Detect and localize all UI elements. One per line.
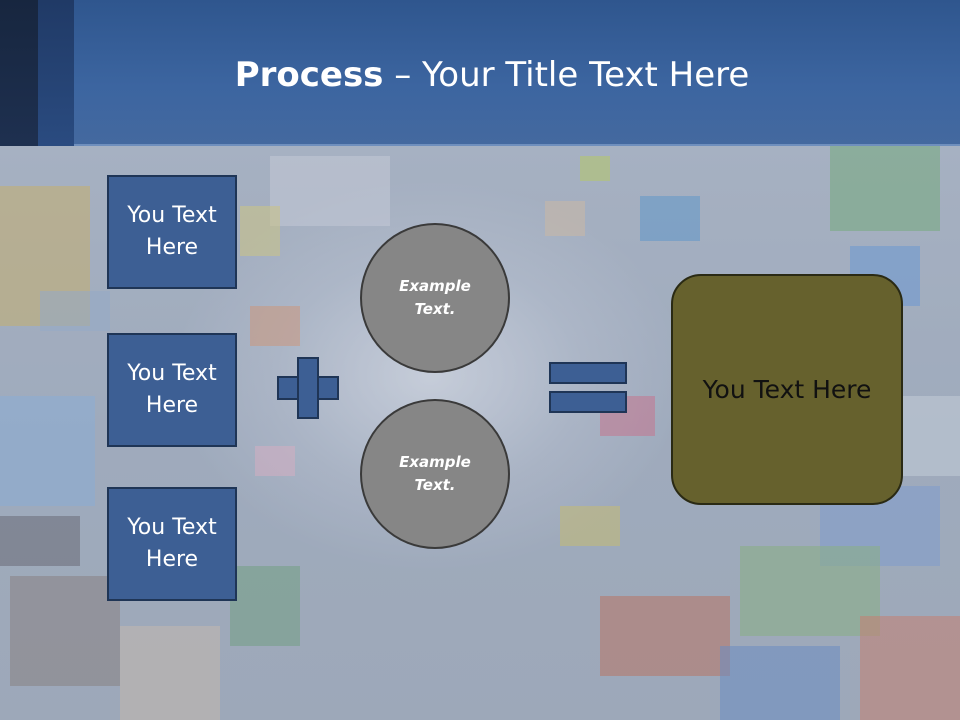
title-rest-part: – Your Title Text Here: [383, 55, 750, 95]
collage-tile: [250, 306, 300, 346]
header-accent-strip-2: [38, 0, 74, 146]
collage-tile: [230, 566, 300, 646]
collage-tile: [255, 446, 295, 476]
collage-tile: [740, 546, 880, 636]
collage-tile: [900, 396, 960, 476]
collage-tile: [10, 576, 120, 686]
slide-title[interactable]: Process – Your Title Text Here: [0, 50, 960, 100]
equals-icon-bottom-bar: [549, 391, 627, 413]
input-box-1-label: You Text Here: [127, 203, 217, 260]
example-circle-2[interactable]: Example Text.: [360, 399, 510, 549]
collage-tile: [560, 506, 620, 546]
example-circle-1-label: Example Text.: [399, 277, 471, 318]
collage-tile: [860, 616, 960, 720]
title-bold-part: Process: [234, 55, 384, 95]
collage-tile: [600, 596, 730, 676]
collage-tile: [720, 646, 840, 720]
plus-icon-center: [299, 378, 317, 398]
input-box-3-label: You Text Here: [127, 515, 217, 572]
collage-tile: [40, 291, 110, 331]
input-box-1[interactable]: You Text Here: [107, 175, 237, 289]
equals-icon-top-bar: [549, 362, 627, 384]
input-box-2[interactable]: You Text Here: [107, 333, 237, 447]
result-box[interactable]: You Text Here: [671, 274, 903, 505]
example-circle-1[interactable]: Example Text.: [360, 223, 510, 373]
collage-tile: [270, 156, 390, 226]
collage-tile: [0, 396, 95, 506]
header-accent-strip: [0, 0, 38, 146]
collage-tile: [640, 196, 700, 241]
collage-tile: [240, 206, 280, 256]
slide-header: Process – Your Title Text Here: [0, 0, 960, 146]
collage-tile: [0, 516, 80, 566]
example-circle-2-label: Example Text.: [399, 453, 471, 494]
collage-tile: [120, 626, 220, 720]
input-box-3[interactable]: You Text Here: [107, 487, 237, 601]
input-box-2-label: You Text Here: [127, 361, 217, 418]
collage-tile: [830, 146, 940, 231]
collage-tile: [580, 156, 610, 181]
collage-tile: [545, 201, 585, 236]
result-box-label: You Text Here: [702, 375, 872, 404]
